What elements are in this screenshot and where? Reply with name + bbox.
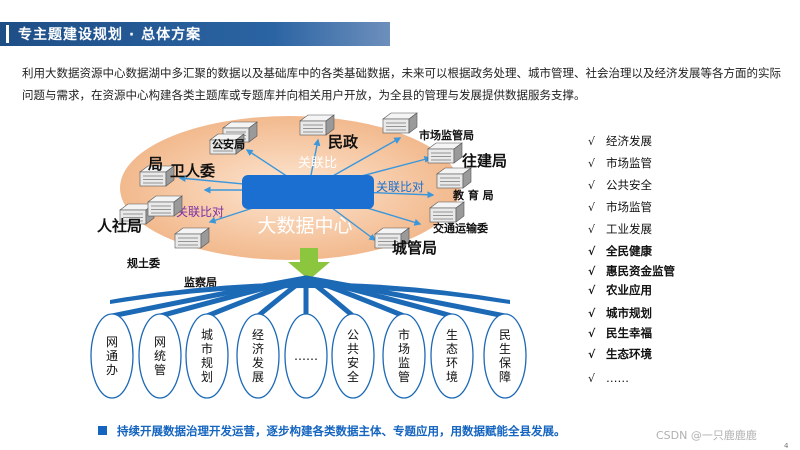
department-label: 规土委 <box>127 256 161 270</box>
server-icon <box>427 142 463 164</box>
department-label: 人社局 <box>97 217 142 235</box>
checklist-label: 惠民资金监管 <box>606 264 675 278</box>
check-mark-icon: √ <box>588 284 596 297</box>
footer-text: 持续开展数据治理开发运营，逐步构建各类数据主体、专题应用，用数据赋能全县发展。 <box>117 424 566 438</box>
checklist-label: 公共安全 <box>606 178 652 192</box>
check-mark-icon: √ <box>588 179 596 192</box>
department-label: 城管局 <box>392 239 437 257</box>
server-icons <box>119 112 472 249</box>
topic-oval: …… <box>284 313 328 399</box>
checklist-item: √ …… <box>588 371 629 385</box>
server-icon <box>382 112 418 134</box>
checklist-item: √ 农业应用 <box>588 282 652 298</box>
watermark: CSDN @一只鹿鹿鹿 <box>656 429 757 442</box>
department-label: 往建局 <box>462 152 507 170</box>
checklist-item: √ 工业发展 <box>588 221 652 237</box>
topic-oval: 经济发展 <box>236 313 280 399</box>
checklist-item: √ 经济发展 <box>588 133 652 149</box>
topic-label: …… <box>294 349 318 363</box>
server-icon <box>374 227 410 249</box>
topic-label: 民生保障 <box>499 328 511 384</box>
checklist-label: 工业发展 <box>606 222 652 236</box>
topic-label: 网统管 <box>154 335 166 377</box>
check-mark-icon: √ <box>588 135 596 148</box>
checklist-label: …… <box>606 371 629 385</box>
server-icon <box>147 195 183 217</box>
checklist-item: √ 民生幸福 <box>588 325 652 341</box>
checklist-label: 生态环境 <box>606 347 652 361</box>
department-label: 教 育 局 <box>452 188 494 202</box>
check-mark-icon: √ <box>588 265 596 278</box>
topic-oval: 市场监管 <box>382 313 426 399</box>
checklist-label: 民生幸福 <box>606 326 652 340</box>
checklist-item: √ 公共安全 <box>588 177 652 193</box>
checklist-label: 全民健康 <box>606 244 652 258</box>
topic-oval: 民生保障 <box>483 313 527 399</box>
department-label: 卫人委 <box>170 162 215 180</box>
topic-oval: 网统管 <box>138 313 182 399</box>
topic-label: 经济发展 <box>252 328 264 384</box>
checklist-item: √ 城市规划 <box>588 305 652 321</box>
data-center-box <box>242 175 374 209</box>
fan-arc <box>110 282 510 304</box>
topic-label: 市场监管 <box>398 327 410 384</box>
department-label: 公安局 <box>212 137 245 151</box>
department-label: 民政 <box>328 133 359 151</box>
relation-label-3: 关联比对 <box>176 205 224 219</box>
topic-label: 公共安全 <box>347 328 359 384</box>
topic-label: 网通办 <box>106 335 118 377</box>
relation-label-1: 关联比 <box>298 156 337 171</box>
server-icon <box>139 165 175 187</box>
topic-label: 城市规划 <box>201 328 213 384</box>
checklist-item: √ 生态环境 <box>588 346 652 362</box>
check-mark-icon: √ <box>588 327 596 340</box>
server-icon <box>299 114 335 136</box>
department-label: 局 <box>147 155 163 173</box>
page-title: 专主题建设规划 · 总体方案 <box>18 27 202 43</box>
server-icon <box>209 133 245 155</box>
fan-branch <box>255 275 309 319</box>
check-mark-icon: √ <box>588 348 596 361</box>
check-mark-icon: √ <box>588 201 596 214</box>
checklist-item: √ 市场监管 <box>588 155 652 171</box>
checklist-label: 农业应用 <box>606 283 652 297</box>
relation-label-2: 关联比对 <box>376 180 424 194</box>
checklist-label: 市场监管 <box>606 156 652 170</box>
checklist-label: 市场监管 <box>606 200 652 214</box>
check-mark-icon: √ <box>588 157 596 170</box>
check-mark-icon: √ <box>588 245 596 258</box>
green-down-arrow-icon <box>288 248 330 280</box>
topic-oval: 公共安全 <box>331 313 375 399</box>
check-mark-icon: √ <box>588 372 596 385</box>
check-mark-icon: √ <box>588 307 596 320</box>
checklist-label: 经济发展 <box>606 134 652 148</box>
fan-branch <box>303 275 508 319</box>
server-icon <box>436 167 472 189</box>
checklist-label: 城市规划 <box>606 306 652 320</box>
checklist-item: √ 全民健康 <box>588 243 652 259</box>
department-label: 监察局 <box>184 275 217 289</box>
topic-oval: 网通办 <box>90 313 134 399</box>
check-mark-icon: √ <box>588 223 596 236</box>
checklist-item: √ 惠民资金监管 <box>588 263 675 279</box>
bullet-square-icon <box>98 426 107 435</box>
intro-paragraph: 利用大数据资源中心数据湖中多汇聚的数据以及基础库中的各类基础数据，未来可以根据政… <box>22 66 781 102</box>
checklist-item: √ 市场监管 <box>588 199 652 215</box>
topic-ovals: 网通办 网统管 城市规划 经济发展 …… 公共安全 市场监管 生态环境 民生保障 <box>90 313 527 399</box>
department-label: 交通运输委 <box>433 221 489 235</box>
server-icon <box>174 227 210 249</box>
topic-oval: 城市规划 <box>185 313 229 399</box>
department-label: 市场监管局 <box>419 128 474 142</box>
section-header: 专主题建设规划 · 总体方案 <box>0 22 390 46</box>
topic-oval: 生态环境 <box>430 313 474 399</box>
server-icon <box>429 201 465 223</box>
data-center-label: 大数据中心 <box>257 215 352 237</box>
distribution-fan <box>109 275 510 319</box>
header-accent-bar <box>6 25 9 43</box>
page-number: 4 <box>784 442 789 450</box>
footer-note: 持续开展数据治理开发运营，逐步构建各类数据主体、专题应用，用数据赋能全县发展。 <box>98 423 566 439</box>
topic-label: 生态环境 <box>446 328 458 384</box>
